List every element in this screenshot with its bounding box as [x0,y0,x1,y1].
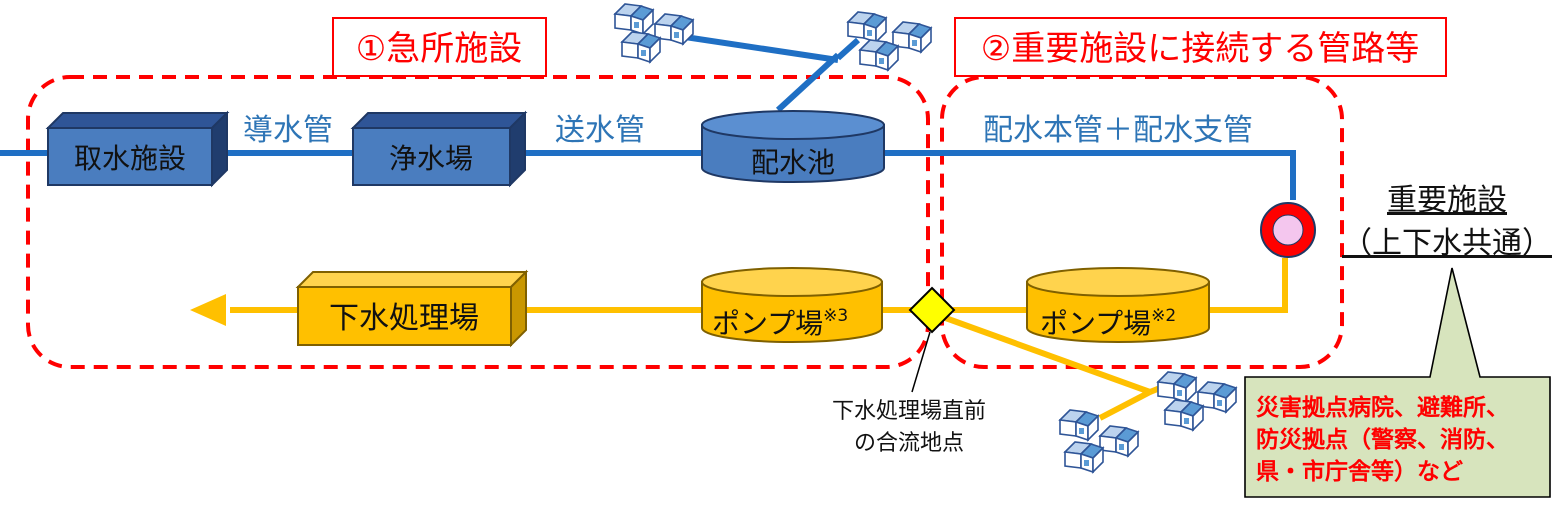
confluence-label-line2: の合流地点 [854,431,964,456]
pump-station-right-note: ※2 [1151,306,1176,326]
sewage-plant-label: 下水処理場 [329,301,479,336]
callout-text-line3: 県・市庁舎等）など [1256,458,1463,485]
purification-plant-label: 浄水場 [389,142,473,175]
confluence-diamond-icon [908,286,956,334]
intake-facility-label: 取水施設 [74,142,186,175]
important-pipes-region-label: ②重要施設に接続する管路等 [954,17,1447,77]
intake-facility-box: 取水施設 [45,110,230,188]
important-facility-title: 重要施設 [1387,183,1507,218]
house-icon [847,11,887,43]
pump-station-left-label: ポンプ場 [712,307,823,340]
distribution-pipe-label: 配水本管＋配水支管 [983,113,1253,148]
house-icon [1059,409,1099,441]
important-facility-callout: 災害拠点病院、避難所、 防災拠点（警察、消防、 県・市庁舎等）など [1244,267,1551,498]
important-pipes-region-border [940,75,1344,369]
house-icon [614,3,654,35]
confluence-leader-line [911,331,931,393]
pump-station-left-note: ※3 [823,306,848,326]
sewer-outflow-arrowhead [190,294,226,326]
emergency-region-text: ①急所施設 [356,29,522,69]
transmission-pipe-label: 送水管 [555,113,645,148]
house-icon [1099,425,1139,457]
house-icon [859,39,899,71]
pump-station-right-label: ポンプ場 [1040,307,1151,340]
house-cluster-water-left [614,3,694,63]
house-cluster-sewer-upper [1157,371,1237,431]
callout-text-line1: 災害拠点病院、避難所、 [1256,394,1509,421]
important-facility-subtitle: （上下水共通） [1342,226,1552,261]
pump-station-right-text: ポンプ場※2 [1040,306,1176,340]
house-cluster-water-right [847,11,932,71]
pump-station-left-cylinder: ポンプ場※3 [701,267,883,343]
purification-plant-box: 浄水場 [350,110,528,188]
important-pipes-region-text: ②重要施設に接続する管路等 [981,29,1419,69]
emergency-region-label: ①急所施設 [332,17,547,77]
conduit-pipe-label: 導水管 [243,113,333,148]
house-icon [1064,441,1104,473]
confluence-label-line1: 下水処理場直前 [832,399,986,424]
sewage-plant-box: 下水処理場 [295,269,529,348]
sewer-pipes [230,258,1288,421]
callout-text-line2: 防災拠点（警察、消防、 [1256,426,1509,453]
important-facility-target-icon [1260,202,1316,258]
water-pipes [0,34,1296,200]
pump-station-left-text: ポンプ場※3 [712,306,848,340]
house-icon [1164,399,1204,431]
house-icon [1157,371,1197,403]
house-icon [621,31,661,63]
pump-station-right-cylinder: ポンプ場※2 [1026,267,1210,343]
reservoir-label: 配水池 [751,146,835,179]
house-cluster-sewer-lower [1059,409,1139,473]
distribution-reservoir-cylinder: 配水池 [701,110,885,183]
